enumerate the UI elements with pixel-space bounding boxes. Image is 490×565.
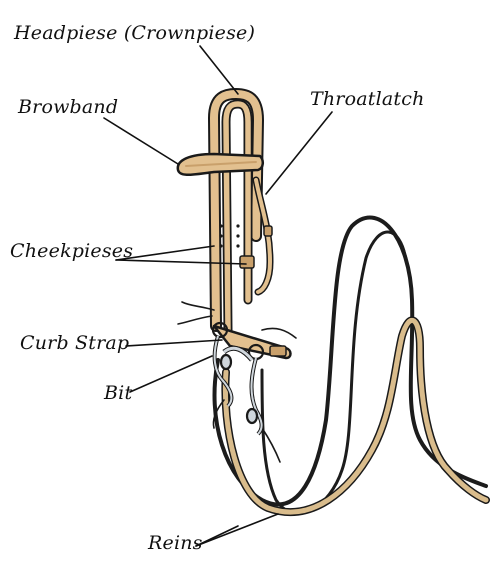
leader-browband — [104, 118, 178, 164]
leader-headpiece — [200, 46, 238, 94]
leader-throatlatch — [266, 112, 332, 194]
label-throatlatch: Throatlatch — [310, 88, 425, 110]
label-headpiece: Headpiese (Crownpiese) — [14, 22, 255, 44]
leader-curb — [126, 340, 222, 346]
label-browband: Browband — [18, 96, 118, 118]
label-curb-strap: Curb Strap — [20, 332, 129, 354]
rein-dark-right — [262, 232, 406, 514]
leader-bit — [130, 356, 212, 392]
headstall-illustration — [178, 94, 296, 462]
ties — [178, 302, 296, 462]
label-cheekpieces: Cheekpieses — [10, 240, 133, 262]
label-reins: Reins — [148, 532, 203, 554]
leader-reins-2 — [196, 514, 278, 546]
label-bit: Bit — [104, 382, 132, 404]
